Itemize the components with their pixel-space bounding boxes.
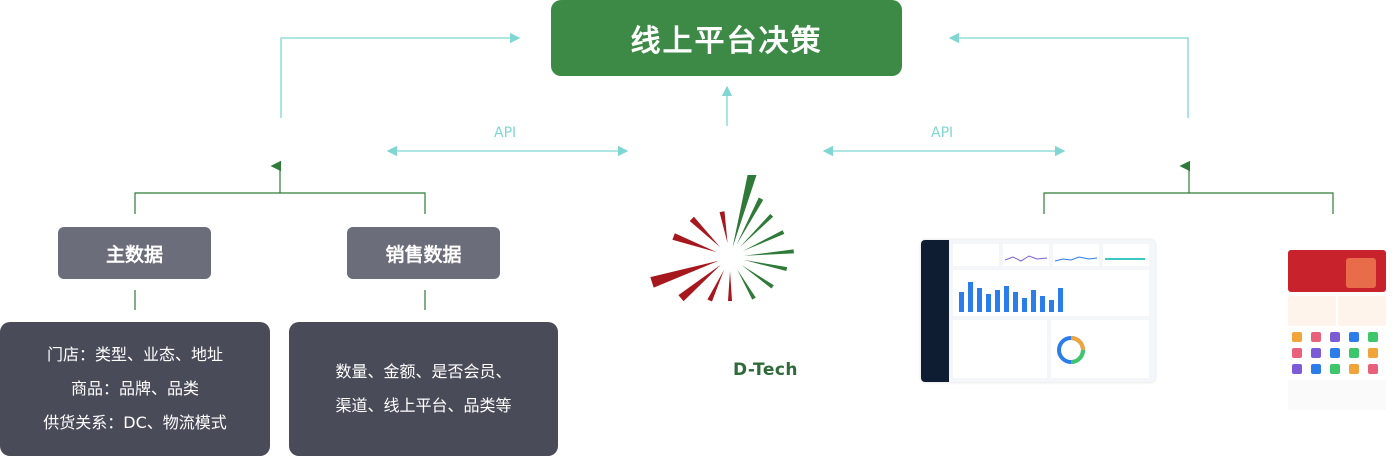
mobile-app-icon [1330,348,1340,358]
logo-ray [719,211,728,244]
dashboard-bar [959,292,964,312]
decision-title: 线上平台决策 [630,24,823,59]
dashboard-bar [995,290,1000,312]
sales-data-box: 销售数据 [347,227,500,279]
left-feedback-line [280,32,521,118]
mobile-app-icon [1311,348,1321,358]
sales-data-title: 销售数据 [385,243,462,266]
logo-ray [741,265,774,289]
master-line-1: 门店：类型、业态、地址 [46,345,223,364]
left-bracket [134,192,426,214]
logo-ray [739,213,774,248]
mobile-app-icon [1292,364,1302,374]
mobile-app-icon [1311,364,1321,374]
dtech-logo-icon [650,175,794,302]
mobile-app-icon [1349,332,1359,342]
dashboard-bar [1004,286,1009,312]
mobile-app-icon [1349,348,1359,358]
mobile-app-content [1288,250,1386,410]
dashboard-bar [1013,292,1018,312]
logo-ray [728,271,732,301]
dashboard-bar [986,294,991,312]
api-label-right: API [931,125,954,141]
master-data-title: 主数据 [105,243,163,266]
dtech-wordmark: D-Tech [733,360,799,380]
mobile-app-icon [1330,332,1340,342]
master-line-2: 商品：品牌、品类 [70,379,199,398]
mobile-app-icon [1368,364,1378,374]
logo-ray [678,264,721,302]
right-bracket [1043,192,1334,214]
dashboard-sidebar [921,240,949,382]
logo-ray [707,269,725,302]
dashboard-bar [977,288,982,312]
mobile-app-icon [1292,332,1302,342]
mobile-app-screenshot [1286,230,1388,415]
logo-ray [737,269,756,300]
mobile-app-icon [1368,348,1378,358]
dashboard-screenshot [921,240,1155,382]
mobile-app-icon [1349,364,1359,374]
logo-ray [672,233,717,253]
logo-ray [736,197,764,245]
dashboard-content [953,244,1149,378]
mobile-app-icon [1292,348,1302,358]
logo-ray [689,216,721,248]
logo-ray [743,249,794,256]
decision-box: 线上平台决策 [551,0,902,76]
logo-ray [743,259,788,272]
dashboard-bar [1022,298,1027,312]
sales-data-detail: 数量、金额、是否会员、 渠道、线上平台、品类等 [289,322,558,456]
dashboard-bar [968,282,973,312]
sales-line-2: 渠道、线上平台、品类等 [335,396,512,415]
sales-line-1: 数量、金额、是否会员、 [335,362,512,381]
api-label-left: API [494,125,517,141]
logo-ray [742,230,785,252]
dashboard-bar [1040,296,1045,312]
dashboard-bar [1031,290,1036,312]
master-line-3: 供货关系：DC、物流模式 [43,413,227,432]
right-feedback-line [948,32,1189,118]
dashboard-bar [1058,288,1063,312]
mobile-app-icon [1330,364,1340,374]
logo-ray [650,260,719,288]
mobile-app-icon [1368,332,1378,342]
master-data-box: 主数据 [58,227,211,279]
master-data-detail: 门店：类型、业态、地址 商品：品牌、品类 供货关系：DC、物流模式 [0,322,270,456]
mobile-app-icon [1311,332,1321,342]
dashboard-bar [1049,300,1054,312]
